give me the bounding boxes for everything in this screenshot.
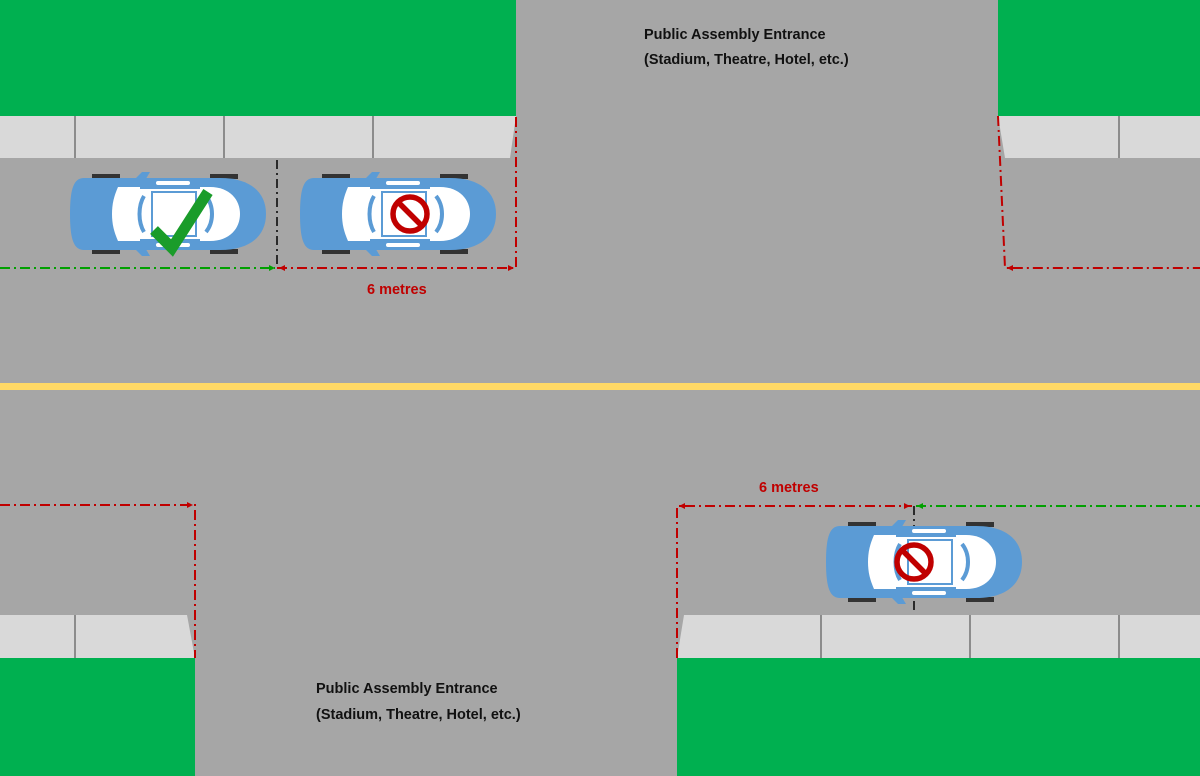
car-prohibited-top	[298, 170, 498, 258]
center-line	[0, 383, 1200, 390]
top-entrance-subtitle: (Stadium, Theatre, Hotel, etc.)	[644, 52, 849, 68]
sidewalk-top-right	[998, 116, 1200, 158]
grass-top-right	[998, 0, 1200, 116]
restricted-arrowheads	[187, 265, 1013, 509]
sidewalk-joints-top	[74, 116, 1120, 158]
check-icon	[150, 189, 213, 257]
restricted-zone-lines	[0, 115, 1200, 658]
car-prohibited-bottom	[824, 518, 1024, 606]
bottom-entrance-title: Public Assembly Entrance	[316, 681, 498, 697]
sidewalk-joints-bottom	[74, 615, 1120, 658]
top-distance-label: 6 metres	[367, 282, 427, 298]
sidewalk-top-left	[0, 116, 516, 158]
allowed-zone-lines	[0, 267, 1200, 507]
car-allowed	[68, 170, 268, 258]
grass-bottom-right	[677, 658, 1200, 776]
sidewalk-bottom-left	[0, 615, 195, 658]
grass-top-left	[0, 0, 516, 116]
sidewalk-bottom-right	[677, 615, 1200, 658]
allowed-arrowheads	[269, 265, 923, 509]
bottom-entrance-subtitle: (Stadium, Theatre, Hotel, etc.)	[316, 707, 521, 723]
top-entrance-title: Public Assembly Entrance	[644, 27, 826, 43]
bottom-distance-label: 6 metres	[759, 480, 819, 496]
grass-bottom-left	[0, 658, 195, 776]
